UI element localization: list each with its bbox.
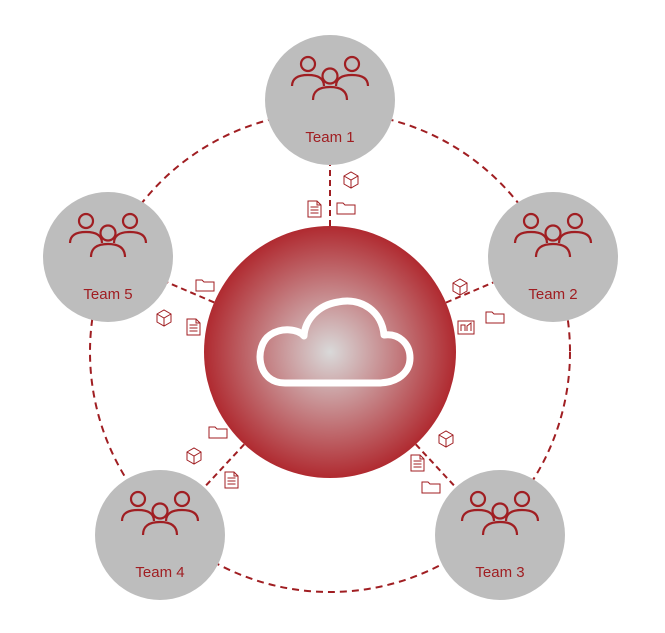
cloud-icon <box>256 297 414 387</box>
team-node-3[interactable]: Team 3 <box>435 470 565 600</box>
team-node-1[interactable]: Team 1 <box>265 35 395 165</box>
blueprint-icon <box>457 320 475 335</box>
team-label: Team 1 <box>305 129 354 146</box>
team-label: Team 3 <box>475 564 524 581</box>
package-icon <box>186 447 202 465</box>
package-icon <box>452 278 468 296</box>
folder-icon <box>336 202 356 215</box>
package-icon <box>343 171 359 189</box>
team-nodes: Team 1 Team 2 Team 3 Team 4 Team 5 <box>43 35 618 600</box>
document-icon <box>224 471 239 489</box>
team-node-5[interactable]: Team 5 <box>43 192 173 322</box>
folder-icon <box>421 481 441 494</box>
package-icon <box>438 430 454 448</box>
team-label: Team 2 <box>528 286 577 303</box>
spoke-team-5 <box>167 281 215 304</box>
team-node-2[interactable]: Team 2 <box>488 192 618 322</box>
folder-icon <box>208 426 228 439</box>
folder-icon <box>485 311 505 324</box>
team-label: Team 4 <box>135 564 184 581</box>
folder-icon <box>195 279 215 292</box>
cloud-hub[interactable] <box>204 226 456 478</box>
team-node-4[interactable]: Team 4 <box>95 470 225 600</box>
package-icon <box>156 309 172 327</box>
team-label: Team 5 <box>83 286 132 303</box>
document-icon <box>307 200 322 218</box>
document-icon <box>186 318 201 336</box>
spoke-team-2 <box>445 281 494 304</box>
document-icon <box>410 454 425 472</box>
spokes <box>167 165 494 489</box>
